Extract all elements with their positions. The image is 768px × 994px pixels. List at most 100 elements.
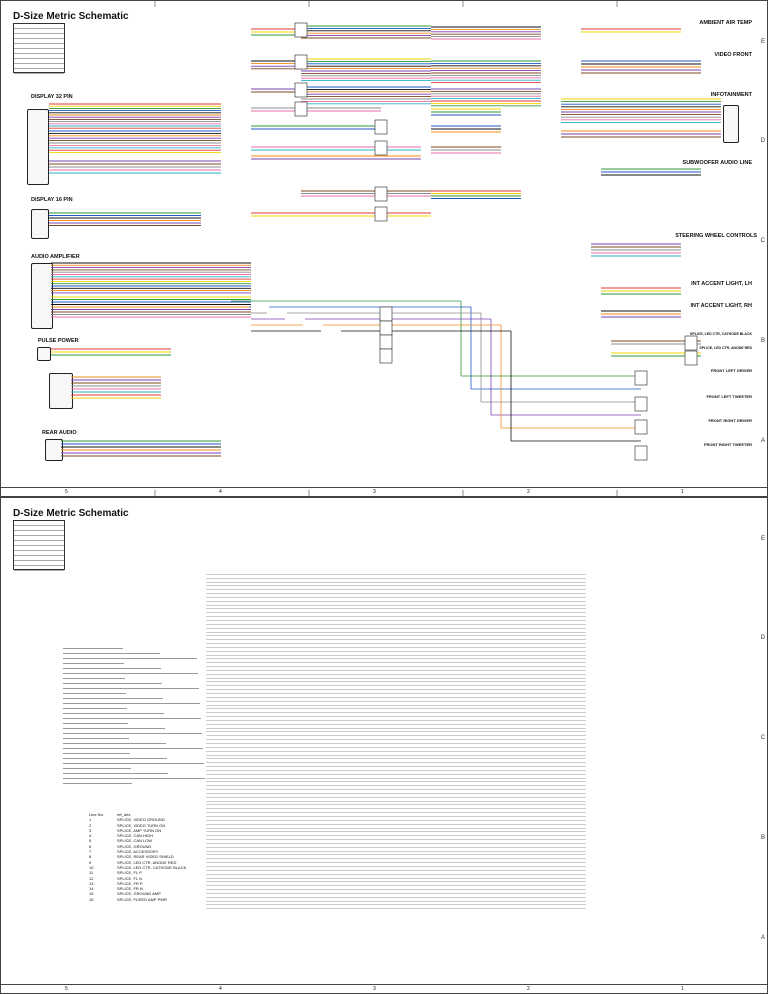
splice-node	[374, 140, 388, 156]
note-line	[63, 738, 129, 739]
zone-number: 1	[681, 489, 684, 495]
table-row	[206, 802, 586, 806]
section-title-display-16pin: DISPLAY 16 PIN	[31, 197, 73, 203]
section-title-front-right-driver: FRONT RIGHT DRIVER	[708, 418, 752, 423]
table-row	[206, 594, 586, 598]
note-line	[63, 703, 200, 704]
section-title-int-accent-light-lh: INT ACCENT LIGHT, LH	[691, 281, 752, 287]
line-no: 3	[89, 827, 92, 833]
table-row	[206, 759, 586, 764]
ref-des: SPLICE, FR N	[117, 886, 143, 892]
table-row	[206, 782, 586, 787]
splice-node	[634, 396, 648, 412]
table-row	[206, 813, 586, 817]
line-no: 6	[89, 843, 92, 849]
zone-letter: E	[760, 39, 765, 45]
note-line	[63, 778, 205, 779]
table-row	[206, 748, 586, 752]
wire-list-table	[206, 571, 586, 910]
zone-letter: D	[760, 138, 765, 144]
table-row	[206, 886, 586, 891]
note-line	[63, 783, 132, 784]
table-row	[206, 636, 586, 641]
table-row	[206, 671, 586, 675]
table-row	[206, 613, 586, 618]
table-row	[206, 821, 586, 825]
line-no: 13	[89, 880, 94, 886]
table-row	[206, 667, 586, 671]
note-line	[63, 678, 125, 679]
table-row	[206, 709, 586, 714]
table-row	[206, 606, 586, 610]
zone-number: 5	[65, 489, 68, 495]
table-row	[206, 633, 586, 637]
table-row	[206, 902, 586, 906]
table-row	[206, 756, 586, 760]
note-line	[63, 673, 198, 674]
note-line	[63, 718, 201, 719]
table-row	[206, 771, 586, 775]
table-row	[206, 855, 586, 860]
table-row	[206, 867, 586, 871]
splice-node	[684, 335, 698, 351]
table-row	[206, 836, 586, 841]
note-line	[63, 763, 204, 764]
notes-block	[63, 648, 233, 788]
zone-number: 4	[219, 489, 222, 495]
zone-number: 3	[373, 986, 376, 992]
splice-node	[374, 206, 388, 222]
table-row	[206, 644, 586, 648]
schematic-sheet-2: D-Size Metric Schematic E D C B A Line N…	[0, 497, 768, 994]
splice-node	[634, 445, 648, 461]
table-row	[206, 713, 586, 718]
table-row	[206, 621, 586, 625]
table-row	[206, 679, 586, 683]
line-no: 10	[89, 864, 94, 870]
ref-des: SPLICE, LED CTR, CATHODE BLACK	[117, 864, 187, 870]
ref-des-header: ref_des	[117, 812, 131, 817]
splice-node	[294, 82, 308, 98]
ref-des: SPLICE, LED CTR, ANODE RED	[117, 859, 177, 865]
note-line	[63, 658, 197, 659]
note-line	[63, 693, 126, 694]
legend-table	[13, 23, 65, 74]
sheet-title: D-Size Metric Schematic	[13, 11, 129, 22]
line-list-row: 10 SPLICE, LED CTR, CATHODE BLACK	[89, 865, 186, 870]
table-row	[206, 575, 586, 579]
table-row	[206, 825, 586, 829]
splice-node	[379, 306, 393, 322]
schematic-sheet-1: D-Size Metric Schematic E D C B A DISPLA…	[0, 0, 768, 498]
ref-des: SPLICE, REAR VIDEO SHIELD	[117, 854, 174, 860]
section-title-display-32pin: DISPLAY 32 PIN	[31, 94, 73, 100]
table-row	[206, 648, 586, 652]
splice-node	[379, 320, 393, 336]
table-row	[206, 698, 586, 702]
ref-des: SPLICE, VIDEO TURN ON	[117, 822, 166, 828]
section-title-front-right-tweeter: FRONT RIGHT TWEETER	[704, 442, 752, 447]
zone-letter: C	[760, 735, 765, 741]
table-row	[206, 702, 586, 706]
ref-des: SPLICE, FL P	[117, 870, 142, 876]
table-row	[206, 905, 586, 910]
splice-node	[634, 370, 648, 386]
table-row	[206, 840, 586, 844]
table-row	[206, 706, 586, 710]
ref-des: SPLICE, ACCESSORY	[117, 849, 159, 855]
section-title-ambient-air-temp: AMBIENT AIR TEMP	[699, 20, 752, 26]
line-no: 16	[89, 896, 94, 902]
table-row	[206, 798, 586, 802]
table-row	[206, 721, 586, 725]
connector-fuse-block	[49, 373, 73, 409]
line-no: 12	[89, 875, 94, 881]
table-row	[206, 586, 586, 591]
zone-letter: B	[760, 338, 765, 344]
ref-des: SPLICE, VIDEO GROUND	[117, 817, 165, 823]
note-line	[63, 688, 199, 689]
